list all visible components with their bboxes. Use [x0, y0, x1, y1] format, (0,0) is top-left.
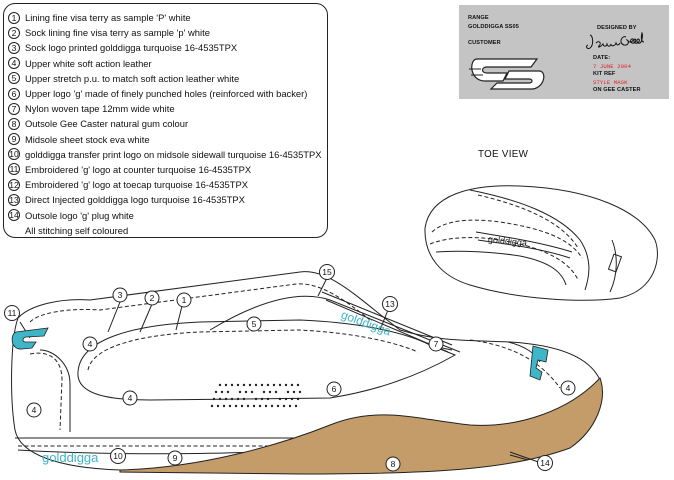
- svg-text:4: 4: [88, 339, 93, 349]
- note-number: 10: [8, 148, 20, 161]
- note-8: 8 Outsole Gee Caster natural gum colour: [8, 116, 327, 131]
- note-number: 13: [8, 193, 20, 206]
- callout-1: 1: [176, 292, 192, 308]
- note-text: Sock lining fine visa terry as sample 'p…: [25, 27, 210, 39]
- brand-g-logo-icon: [469, 58, 545, 90]
- note-1: 1 Lining fine visa terry as sample 'P' wh…: [8, 10, 327, 25]
- svg-text:1: 1: [182, 295, 187, 305]
- designer-signature: [586, 31, 645, 50]
- note-text: All stitching self coloured: [25, 224, 129, 236]
- svg-text:10: 10: [113, 451, 123, 461]
- callout-9: 9: [167, 450, 183, 466]
- note-number: 5: [8, 72, 20, 85]
- note-text: Upper logo 'g' made of finely punched ho…: [25, 88, 308, 100]
- materials-notes-panel: 1 Lining fine visa terry as sample 'P' wh…: [3, 3, 328, 238]
- spec-title-block: RANGE GOLDDIGGA SS05 CUSTOMER DESIGNED B…: [459, 5, 669, 99]
- date-label: DATE:: [593, 55, 611, 61]
- toe-view-title: TOE VIEW: [478, 149, 529, 160]
- midsole-brand-logo: golddigga: [42, 450, 99, 465]
- callout-5: 5: [246, 316, 262, 332]
- note-text: Embroidered 'g' logo at counter turquois…: [25, 163, 252, 175]
- callout-6: 6: [326, 381, 342, 397]
- callout-11: 11: [4, 305, 20, 321]
- callout-10: 10: [110, 448, 126, 464]
- note-number: 12: [8, 178, 20, 191]
- note-9: 9 Midsole sheet stock eva white: [8, 132, 327, 147]
- callout-7: 7: [428, 336, 444, 352]
- note-2: 2 Sock lining fine visa terry as sample '…: [8, 25, 327, 40]
- svg-text:14: 14: [540, 458, 550, 468]
- note-number: 2: [8, 26, 20, 39]
- callout-14: 14: [537, 455, 553, 471]
- note-number: 3: [8, 41, 20, 54]
- note-10: 10 golddigga transfer print logo on midso…: [8, 147, 327, 162]
- note-number: 1: [8, 11, 20, 24]
- note-text: Nylon woven tape 12mm wide white: [25, 103, 175, 115]
- svg-text:3: 3: [118, 290, 123, 300]
- note-13: 13 Direct Injected golddigga logo turquoi…: [8, 192, 327, 207]
- kit-ref-value: STYLE MASK: [593, 79, 628, 86]
- range-value: GOLDDIGGA SS05: [468, 24, 519, 30]
- kit-ref-label: KIT REF: [593, 71, 616, 77]
- date-value: 7 JUNE 2004: [593, 63, 632, 70]
- svg-text:8: 8: [391, 459, 396, 469]
- note-5: 5 Upper stretch p.u. to match soft action…: [8, 71, 327, 86]
- svg-text:5: 5: [252, 319, 257, 329]
- callout-4-toe: 4: [560, 380, 576, 396]
- svg-text:2: 2: [150, 293, 155, 303]
- note-text: Outsole logo 'g' plug white: [25, 209, 134, 221]
- note-text: Sock logo printed golddigga turquoise 16…: [25, 42, 238, 54]
- svg-text:4: 4: [32, 405, 37, 415]
- note-text: golddigga transfer print logo on midsole…: [25, 148, 322, 160]
- callout-4-quarter: 4: [122, 390, 138, 406]
- note-number: 14: [8, 209, 20, 222]
- svg-text:9: 9: [173, 453, 178, 463]
- svg-text:15: 15: [322, 267, 332, 277]
- counter-g-logo-icon: [11, 327, 49, 350]
- svg-text:13: 13: [385, 299, 395, 309]
- note-7: 7 Nylon woven tape 12mm wide white: [8, 101, 327, 116]
- note-text: Upper stretch p.u. to match soft action …: [25, 72, 240, 84]
- note-4: 4 Upper white soft action leather: [8, 56, 327, 71]
- note-number: 8: [8, 117, 20, 130]
- callout-13: 13: [382, 296, 398, 312]
- toecap-g-logo-icon: [529, 345, 549, 381]
- note-14: 14 Outsole logo 'g' plug white: [8, 207, 327, 222]
- note-11: 11 Embroidered 'g' logo at counter turquo…: [8, 162, 327, 177]
- note-text: Lining fine visa terry as sample 'P' whi…: [25, 12, 191, 24]
- note-number: 6: [8, 87, 20, 100]
- svg-text:11: 11: [8, 308, 17, 318]
- callout-8: 8: [385, 456, 401, 472]
- designed-by-label: DESIGNED BY: [597, 25, 637, 31]
- svg-text:4: 4: [128, 393, 133, 403]
- note-3: 3 Sock logo printed golddigga turquoise 1…: [8, 40, 327, 55]
- outsole-gum: [119, 377, 603, 475]
- note-number: 4: [8, 57, 20, 70]
- callout-3: 3: [112, 287, 128, 303]
- callout-2: 2: [144, 290, 160, 306]
- customer-label: CUSTOMER: [468, 40, 501, 46]
- range-label: RANGE: [468, 15, 489, 21]
- svg-text:4: 4: [566, 383, 571, 393]
- svg-text:7: 7: [434, 339, 439, 349]
- note-text: Embroidered 'g' logo at toecap turquoise…: [25, 179, 248, 191]
- note-number: 11: [8, 163, 20, 176]
- punched-g-logo: [210, 383, 302, 408]
- note-number: 7: [8, 102, 20, 115]
- base-label: ON GEE CASTER: [593, 87, 641, 93]
- callout-4-back: 4: [82, 336, 98, 352]
- note-12: 12 Embroidered 'g' logo at toecap turquoi…: [8, 177, 327, 192]
- note-number: 9: [8, 133, 20, 146]
- toe-view-drawing: [424, 185, 658, 301]
- note-text: Direct Injected golddigga logo turquoise…: [25, 194, 245, 206]
- note-text: Midsole sheet stock eva white: [25, 133, 150, 145]
- note-text: Upper white soft action leather: [25, 57, 152, 69]
- note-6: 6 Upper logo 'g' made of finely punched h…: [8, 86, 327, 101]
- callout-15: 15: [319, 264, 335, 280]
- note-stitching: All stitching self coloured: [8, 223, 327, 238]
- svg-text:6: 6: [332, 384, 337, 394]
- note-text: Outsole Gee Caster natural gum colour: [25, 118, 189, 130]
- callout-4-heel: 4: [26, 402, 42, 418]
